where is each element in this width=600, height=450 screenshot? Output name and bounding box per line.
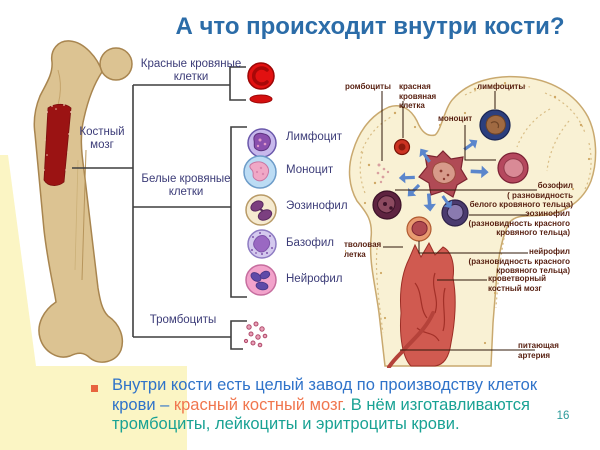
anat-label-artery: питающая артерия: [518, 341, 559, 360]
nutrient-artery: [387, 311, 435, 368]
red-cells-branch-label: Красные кровяные клетки: [140, 58, 242, 83]
trabecular-texture: [359, 84, 592, 334]
red-blood-cell-icon: [247, 62, 275, 104]
anat-eosinophil-cell: [441, 199, 469, 227]
leader-lines: [381, 91, 537, 351]
footer-text-segment: Внутри кости есть целый завод по произво…: [112, 376, 538, 414]
neutrophil-icon: [245, 264, 277, 296]
anat-stem-cell: [418, 150, 468, 198]
cell-label-monocyte: Моноцит: [286, 164, 334, 176]
anat-red-cell: [393, 138, 411, 156]
anat-neutrophil-cell: [406, 216, 432, 242]
cell-label-basophil: Базофил: [286, 237, 334, 249]
bone-marrow-label: Костный мозг: [79, 126, 125, 151]
bone-ridge2: [74, 159, 79, 271]
marrow-band: [43, 103, 72, 186]
anat-label-marrow: кроветворный костный мозг: [488, 274, 547, 293]
footer-yellow-band: [0, 366, 187, 450]
footer-text: Внутри кости есть целый завод по произво…: [112, 376, 582, 435]
basophil-icon: [247, 229, 277, 259]
anat-label-neutrophil: нейрофил (разновидность красного кровяно…: [468, 247, 570, 275]
femur-head: [99, 47, 133, 81]
page-title: А что происходит внутри кости?: [175, 13, 565, 40]
marrow-speckles: [43, 104, 72, 171]
cell-label-neutrophil: Нейрофил: [286, 273, 343, 285]
cell-label-lymphocyte: Лимфоцит: [286, 131, 343, 143]
monocyte-icon: [243, 155, 277, 189]
anat-basophil-cell: [372, 190, 402, 220]
anat-label-lymphocytes: лимфоциты: [477, 82, 526, 91]
anat-label-stem-cell: тволовая летка: [344, 240, 382, 259]
marrow-veins: [414, 272, 446, 342]
lymphocyte-icon: [247, 128, 277, 158]
anat-label-red-cell: красная кровяная клетка: [399, 82, 437, 110]
cell-label-eosinophil: Эозинофил: [286, 200, 348, 212]
anat-monocyte-cell: [497, 152, 529, 184]
white-cells-branch-label: Белые кровяные клетки: [141, 173, 231, 198]
footer-text-segment: . В нём изготавливаются тромбоциты, лейк…: [112, 395, 530, 434]
anat-label-monocyte: моноцит: [438, 114, 473, 123]
footer-text-segment: красный костный мозг: [173, 395, 342, 414]
marrow-mass: [400, 241, 456, 367]
anat-label-basophil: бозофил ( разновидность белого кровяного…: [469, 181, 573, 209]
bullet-marker: [91, 385, 98, 392]
anat-label-eosinophil: эозинофил (разновидность красного кровян…: [468, 209, 570, 237]
femur-illustration: [33, 40, 133, 363]
anat-platelet-speckles: [376, 163, 390, 184]
bone-cross-section-illustration: [345, 75, 597, 368]
platelets-icon: [243, 321, 268, 348]
anat-lymphocyte: [479, 109, 511, 141]
anat-label-platelets: ромбоциты: [345, 82, 391, 91]
eosinophil-icon: [245, 194, 277, 226]
tree-lines: [72, 66, 247, 350]
page-number: 16: [556, 410, 570, 422]
platelets-branch-label: Тромбоциты: [149, 314, 217, 326]
bone-ridge: [81, 149, 87, 281]
bone-speckles: [345, 81, 591, 345]
